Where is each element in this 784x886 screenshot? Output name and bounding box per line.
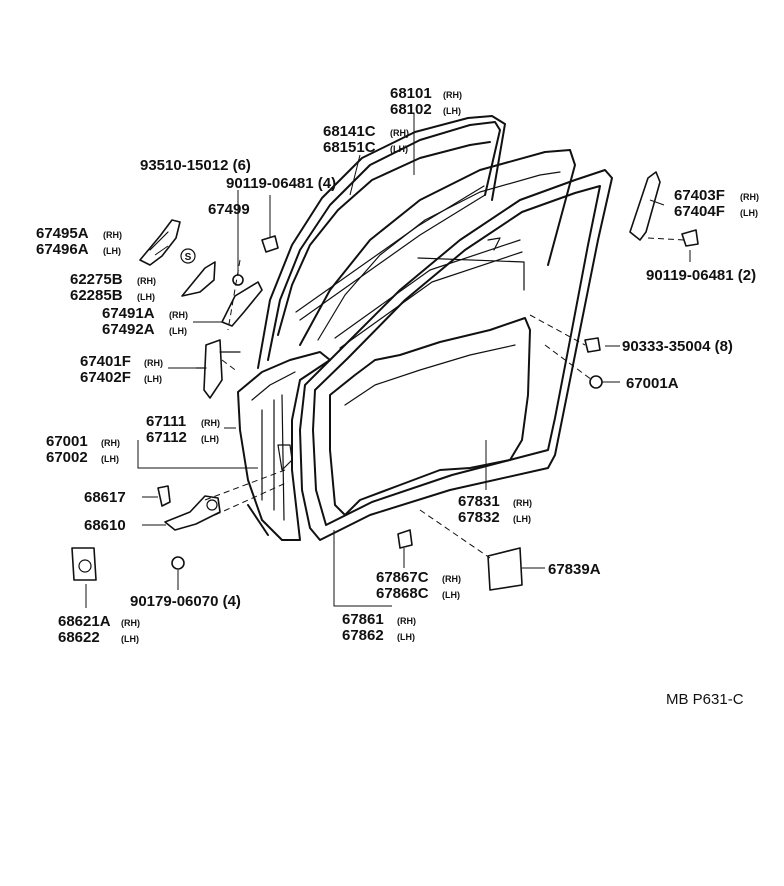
label-67868c: 67868C bbox=[376, 585, 429, 602]
label-67404f: 67404F bbox=[674, 203, 725, 220]
label-67492a: 67492A bbox=[102, 321, 155, 338]
label-90333: 90333-35004 (8) bbox=[622, 338, 733, 355]
label-68610: 68610 bbox=[84, 517, 126, 534]
label-90119-b: 90119-06481 (2) bbox=[646, 267, 756, 284]
label-67499: 67499 bbox=[208, 201, 250, 218]
label-90119-a: 90119-06481 (4) bbox=[226, 175, 336, 192]
label-62285b-side: (LH) bbox=[137, 292, 155, 302]
label-68101-side: (RH) bbox=[443, 90, 462, 100]
door-striker bbox=[71, 547, 97, 581]
mirror-cover bbox=[139, 219, 181, 266]
label-68622-side: (LH) bbox=[121, 634, 139, 644]
nut-90179 bbox=[171, 556, 185, 570]
rear-sash-cover bbox=[629, 171, 661, 241]
label-67831: 67831 bbox=[458, 493, 500, 510]
label-67112: 67112 bbox=[146, 429, 187, 446]
label-68621a: 68621A bbox=[58, 613, 111, 630]
label-67832-side: (LH) bbox=[513, 514, 531, 524]
part-labels: 68101 (RH) 68102 (LH) 68141C (RH) 68151C… bbox=[36, 85, 759, 708]
clip-90333 bbox=[584, 337, 601, 353]
label-67832: 67832 bbox=[458, 509, 500, 526]
label-68151c: 68151C bbox=[323, 139, 376, 156]
label-67492a-side: (LH) bbox=[169, 326, 187, 336]
label-67002: 67002 bbox=[46, 449, 88, 466]
leader-lines bbox=[85, 114, 691, 608]
label-67867c: 67867C bbox=[376, 569, 429, 586]
label-67403f-side: (RH) bbox=[740, 192, 759, 202]
label-67496a-side: (LH) bbox=[103, 246, 121, 256]
sash-bracket bbox=[203, 339, 223, 399]
label-67001: 67001 bbox=[46, 433, 88, 450]
label-67002-side: (LH) bbox=[101, 454, 119, 464]
assembly-dashed-lines bbox=[204, 237, 686, 559]
nut-67499 bbox=[232, 274, 244, 286]
label-68621a-side: (RH) bbox=[121, 618, 140, 628]
label-67495a: 67495A bbox=[36, 225, 89, 242]
label-68622: 68622 bbox=[58, 629, 100, 646]
label-62275b: 62275B bbox=[70, 271, 123, 288]
label-68102-side: (LH) bbox=[443, 106, 461, 116]
label-67111: 67111 bbox=[146, 413, 186, 430]
label-67839a: 67839A bbox=[548, 561, 601, 578]
door-panel bbox=[237, 351, 331, 541]
door-hinge bbox=[164, 495, 221, 531]
label-67491a: 67491A bbox=[102, 305, 155, 322]
label-68151c-side: (LH) bbox=[390, 144, 408, 154]
door-glass bbox=[299, 149, 576, 349]
hinge-pin bbox=[157, 485, 171, 507]
label-93510: 93510-15012 (6) bbox=[140, 157, 251, 174]
plug-67001a bbox=[589, 375, 603, 389]
label-67111-side: (RH) bbox=[201, 418, 220, 428]
label-67402f: 67402F bbox=[80, 369, 131, 386]
seal-67839a bbox=[487, 547, 523, 591]
label-67404f-side: (LH) bbox=[740, 208, 758, 218]
label-90179: 90179-06070 (4) bbox=[130, 593, 241, 610]
label-67867c-side: (RH) bbox=[442, 574, 461, 584]
label-67401f: 67401F bbox=[80, 353, 131, 370]
label-67401f-side: (RH) bbox=[144, 358, 163, 368]
label-67861: 67861 bbox=[342, 611, 384, 628]
label-68101: 68101 bbox=[390, 85, 432, 102]
label-68617: 68617 bbox=[84, 489, 126, 506]
label-68102: 68102 bbox=[390, 101, 432, 118]
label-67831-side: (RH) bbox=[513, 498, 532, 508]
label-67403f: 67403F bbox=[674, 187, 725, 204]
label-67112-side: (LH) bbox=[201, 434, 219, 444]
label-68141c-side: (RH) bbox=[390, 128, 409, 138]
label-67496a: 67496A bbox=[36, 241, 89, 258]
corner-cover bbox=[221, 281, 263, 327]
bolt-top bbox=[261, 235, 279, 253]
label-62275b-side: (RH) bbox=[137, 276, 156, 286]
screw-symbol-text: S bbox=[185, 252, 192, 263]
clip-67867c bbox=[397, 529, 413, 549]
label-67862-side: (LH) bbox=[397, 632, 415, 642]
door-service-cover bbox=[329, 237, 531, 516]
screw-symbol bbox=[180, 248, 196, 264]
label-67491a-side: (RH) bbox=[169, 310, 188, 320]
label-67495a-side: (RH) bbox=[103, 230, 122, 240]
label-67402f-side: (LH) bbox=[144, 374, 162, 384]
glass-run-channel bbox=[257, 115, 506, 369]
label-67001a: 67001A bbox=[626, 375, 679, 392]
label-68141c: 68141C bbox=[323, 123, 376, 140]
label-67001-side: (RH) bbox=[101, 438, 120, 448]
label-62285b: 62285B bbox=[70, 287, 123, 304]
door-weatherstrip bbox=[299, 169, 613, 541]
bolt-right bbox=[681, 229, 699, 247]
label-67862: 67862 bbox=[342, 627, 384, 644]
label-67868c-side: (LH) bbox=[442, 590, 460, 600]
diagram-reference: MB P631-C bbox=[666, 691, 744, 708]
label-67861-side: (RH) bbox=[397, 616, 416, 626]
mirror-gasket bbox=[181, 261, 216, 297]
